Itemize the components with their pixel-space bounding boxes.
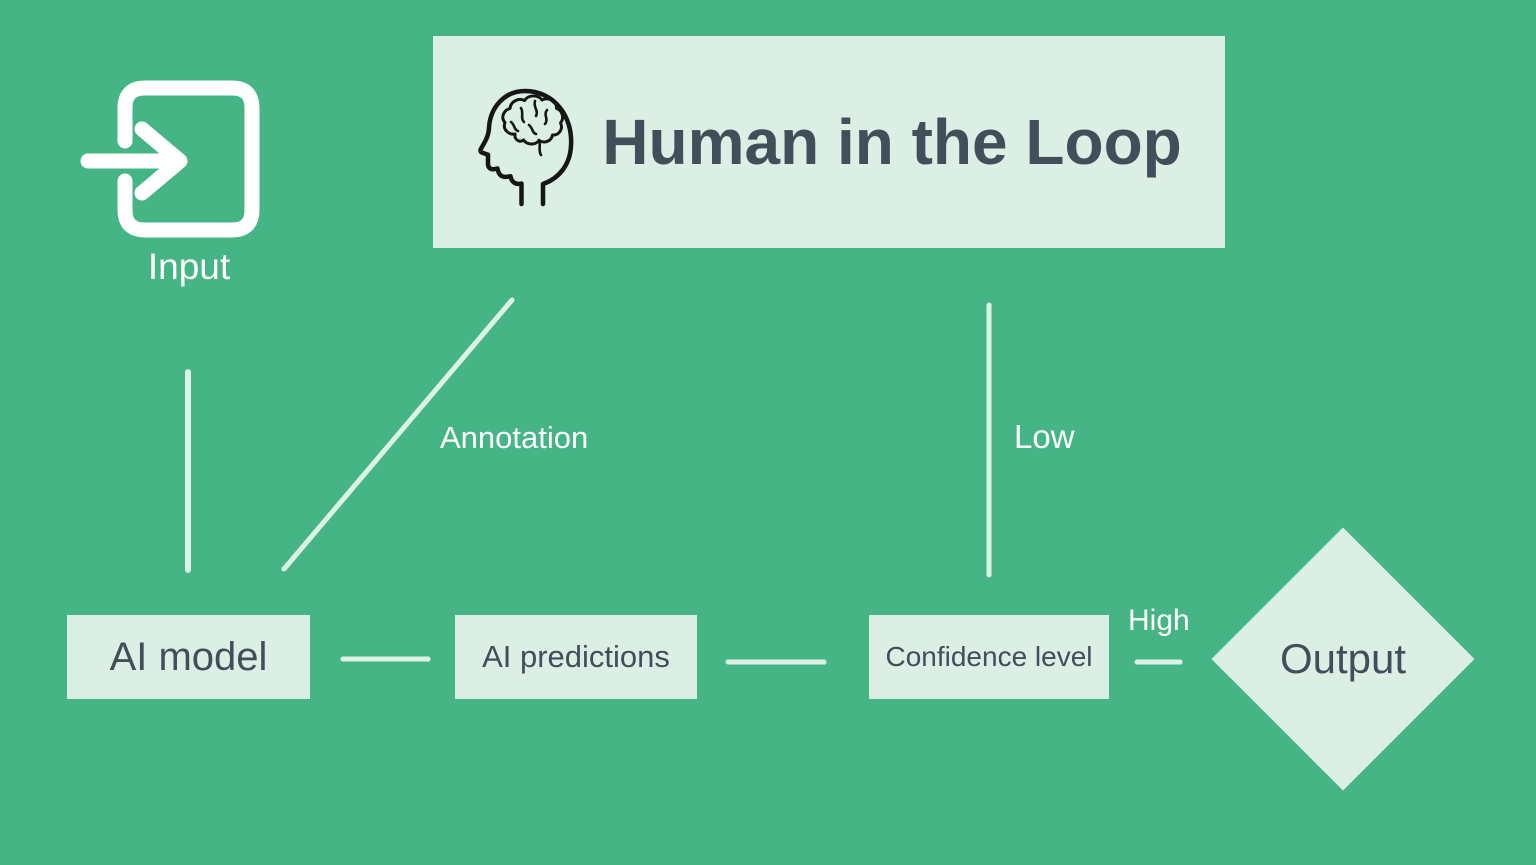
confidence-level-label: Confidence level <box>885 641 1093 672</box>
diagram-title: Human in the Loop <box>602 106 1182 178</box>
ai-predictions-node: AI predictions <box>455 615 697 699</box>
ai-model-node: AI model <box>67 615 310 699</box>
login-arrow-icon <box>80 80 260 238</box>
edge-label-annotation: Annotation <box>440 420 589 455</box>
ai-predictions-label: AI predictions <box>482 639 670 674</box>
input-node-label: Input <box>147 246 231 287</box>
head-brain-icon <box>478 88 574 207</box>
output-label: Output <box>1279 635 1407 682</box>
ai-model-label: AI model <box>109 634 268 679</box>
edge-label-low: Low <box>1014 418 1075 455</box>
human-in-the-loop-node: Human in the Loop <box>433 36 1225 248</box>
confidence-level-node: Confidence level <box>869 615 1109 699</box>
edge-label-high: High <box>1128 604 1190 637</box>
enter-arrow-head <box>134 121 188 201</box>
output-node: Output <box>1211 527 1475 791</box>
door-outline <box>117 80 260 238</box>
